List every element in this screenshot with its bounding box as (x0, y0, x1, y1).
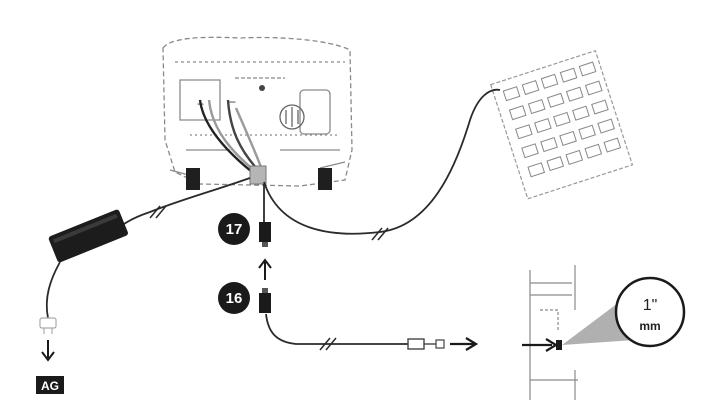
step17-plug (259, 222, 271, 242)
plug-cable (47, 262, 60, 318)
step16-plug-tip (262, 288, 268, 293)
device-side-panel (530, 265, 578, 400)
device-minus-mark: − (229, 95, 236, 109)
magnifier-value: 1" (643, 297, 658, 314)
plug-down-arrow (42, 340, 54, 360)
insert-right-arrow (450, 338, 476, 350)
power-source-label: AG (41, 379, 59, 393)
magnifier-unit: mm (639, 319, 660, 333)
port-cable (266, 314, 408, 344)
step16-plug (259, 293, 271, 313)
power-plug (40, 318, 56, 334)
port-connector (408, 339, 444, 349)
step-number-17: 17 (226, 221, 243, 238)
device-indicator-dot (259, 85, 265, 91)
power-adapter (48, 209, 129, 263)
step-number-16: 16 (226, 290, 243, 307)
step-badge-16: 16 (218, 282, 250, 314)
mount-clamp-right (318, 168, 332, 190)
power-source-box: AG (36, 376, 64, 394)
device-illustration (163, 37, 352, 186)
cable-junction-connector (250, 166, 266, 184)
device-internal-wires (200, 100, 262, 172)
hand-controller-keypad (491, 51, 633, 199)
step17-plug-tip (262, 242, 268, 247)
connect-up-arrow (259, 260, 271, 280)
step-badge-17: 17 (218, 213, 250, 245)
mount-clamp-left (186, 168, 200, 190)
panel-port (556, 340, 562, 350)
panel-input-arrow (522, 339, 556, 351)
magnifier-callout: 1" mm (562, 278, 684, 346)
